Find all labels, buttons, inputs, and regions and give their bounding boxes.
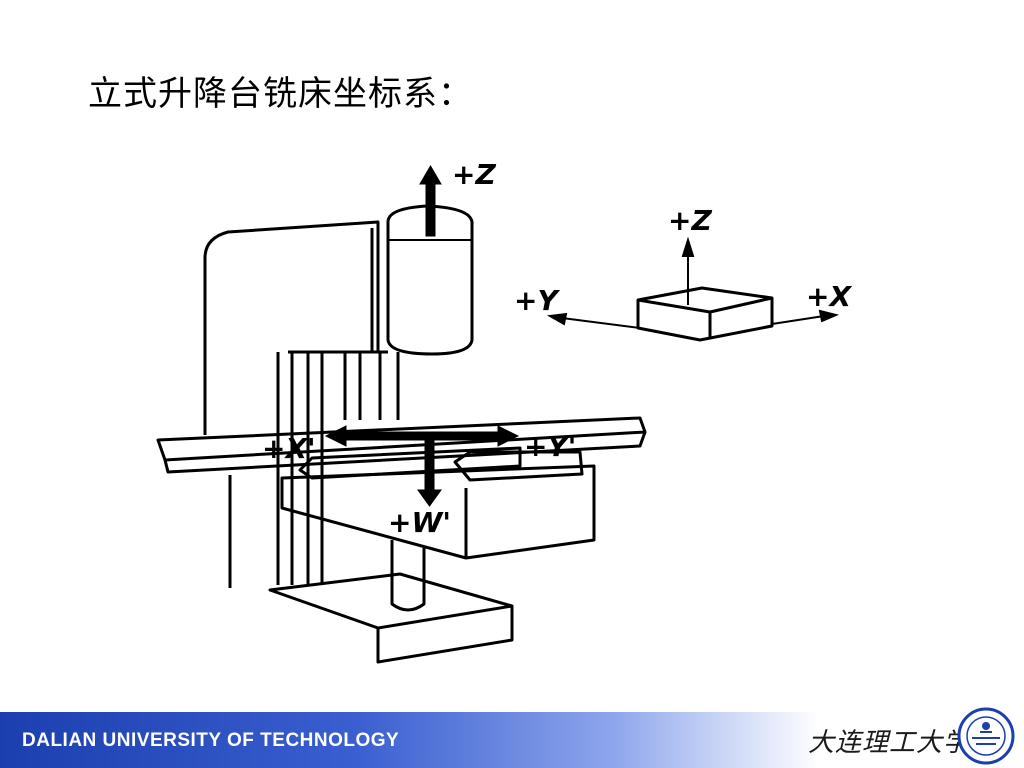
footer-university-name: DALIAN UNIVERSITY OF TECHNOLOGY	[22, 730, 400, 751]
machine-z-arrow	[419, 165, 442, 237]
university-seal-icon	[957, 707, 1015, 765]
footer-bar	[0, 712, 1024, 768]
table-x-y-arrows	[324, 425, 520, 447]
machine-x-prime-label: +X'	[262, 432, 316, 465]
machine-y-prime-label: +Y'	[524, 430, 576, 463]
machine-w-prime-label: +W'	[388, 506, 451, 539]
reference-workpiece	[636, 286, 774, 314]
spindle-head	[386, 204, 474, 356]
machine-column	[203, 220, 380, 354]
reference-x-label: +X	[806, 280, 852, 313]
machine-base	[376, 604, 514, 664]
machine-z-label: +Z	[452, 158, 496, 191]
knee-w-arrow	[417, 435, 442, 507]
slide-title: 立式升降台铣床坐标系：	[88, 74, 473, 114]
elevating-screw	[390, 540, 426, 612]
reference-axes-arrows	[546, 236, 840, 329]
footer-university-cn: 大连理工大学	[808, 728, 971, 758]
reference-y-label: +Y	[514, 284, 560, 317]
reference-z-label: +Z	[668, 204, 712, 237]
